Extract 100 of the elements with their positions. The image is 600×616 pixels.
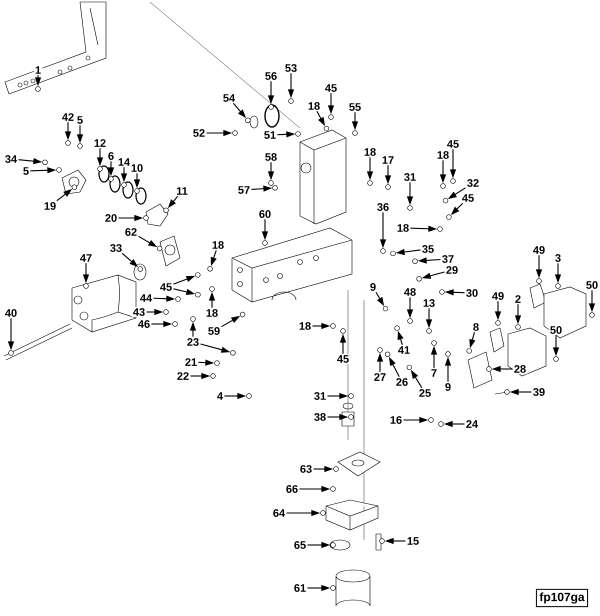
small-part (553, 356, 559, 362)
callout-number: 9 (368, 282, 378, 292)
small-part (172, 321, 178, 327)
callout-number: 50 (584, 280, 600, 290)
small-part (328, 114, 334, 120)
callout-number: 15 (406, 536, 420, 546)
small-part (384, 352, 390, 357)
callout-number: 47 (78, 253, 94, 263)
small-part (412, 258, 418, 264)
small-part (330, 486, 336, 492)
callout-number: 16 (388, 414, 404, 426)
small-part (77, 143, 83, 149)
callout-number: 38 (312, 412, 328, 422)
small-part (442, 198, 448, 204)
small-part (382, 306, 388, 312)
callout-number: 19 (42, 200, 58, 212)
small-part (439, 289, 445, 295)
callout-number: 18 (210, 240, 226, 250)
callout-number: 51 (262, 130, 278, 140)
figure-code: fp107ga (536, 588, 588, 608)
small-part (232, 130, 238, 136)
callout-number: 18 (204, 308, 220, 318)
callout-number: 46 (136, 318, 152, 330)
small-part (348, 414, 354, 420)
small-part (190, 316, 196, 322)
small-part (156, 246, 162, 252)
small-part (504, 389, 510, 395)
callout-number: 11 (175, 186, 189, 196)
small-part (209, 286, 215, 292)
small-part (340, 328, 346, 334)
callout-number: 49 (532, 244, 546, 256)
small-part (175, 296, 181, 302)
callout-number: 44 (138, 293, 154, 303)
callout-number: 2 (514, 294, 522, 304)
callout-number: 27 (372, 372, 388, 382)
callout-number: 4 (216, 391, 224, 401)
small-part (333, 466, 339, 472)
small-part (440, 183, 446, 189)
small-part (65, 140, 71, 146)
callout-number: 9 (444, 382, 452, 392)
callout-number: 25 (418, 388, 432, 398)
small-part (431, 340, 437, 346)
small-part (210, 373, 216, 379)
callout-number: 7 (430, 368, 438, 378)
callout-number: 18 (306, 100, 322, 112)
callout-number: 52 (192, 128, 206, 138)
small-part (377, 347, 383, 353)
small-part (108, 176, 114, 182)
callout-number: 6 (106, 150, 116, 162)
callout-number: 18 (436, 150, 450, 160)
callout-number: 22 (176, 370, 190, 382)
small-part (245, 118, 251, 123)
callout-number: 59 (206, 326, 222, 336)
small-part (214, 360, 220, 366)
callout-number: 37 (440, 254, 456, 264)
small-part (515, 324, 521, 330)
small-part (589, 312, 595, 318)
small-part (450, 178, 456, 184)
small-part (288, 98, 294, 104)
small-part (330, 542, 336, 548)
small-part (407, 318, 413, 324)
small-part (195, 292, 201, 298)
small-part (352, 130, 358, 136)
callout-number: 5 (22, 166, 30, 176)
small-part (380, 248, 386, 254)
small-part (438, 421, 444, 427)
callout-number: 18 (396, 222, 410, 234)
small-part (536, 278, 542, 284)
callout-number: 43 (132, 306, 146, 318)
small-part (367, 180, 373, 186)
callout-number: 33 (108, 242, 124, 254)
callout-number: 49 (490, 290, 506, 302)
small-part (426, 328, 432, 334)
small-part (272, 185, 278, 190)
small-part (385, 184, 391, 190)
small-part (295, 131, 301, 137)
small-part (486, 366, 492, 372)
callout-number: 5 (76, 114, 84, 126)
small-part (394, 325, 400, 331)
small-part (134, 188, 140, 194)
small-part (555, 283, 561, 289)
callout-number: 32 (466, 178, 480, 188)
small-part (163, 309, 169, 315)
small-part (428, 417, 434, 423)
callout-number: 55 (348, 102, 362, 112)
small-part (324, 126, 330, 132)
small-part (495, 320, 501, 326)
small-part (121, 182, 127, 188)
small-part (83, 283, 89, 289)
callout-number: 23 (186, 336, 200, 348)
small-part (268, 180, 274, 186)
callout-number: 54 (222, 92, 236, 104)
small-part (230, 350, 236, 356)
callout-number: 50 (548, 324, 564, 336)
small-part (407, 205, 413, 211)
small-part (143, 215, 149, 221)
small-part (8, 350, 14, 356)
callout-number: 26 (394, 376, 410, 388)
callout-number: 62 (124, 226, 138, 238)
callout-number: 57 (236, 184, 252, 196)
